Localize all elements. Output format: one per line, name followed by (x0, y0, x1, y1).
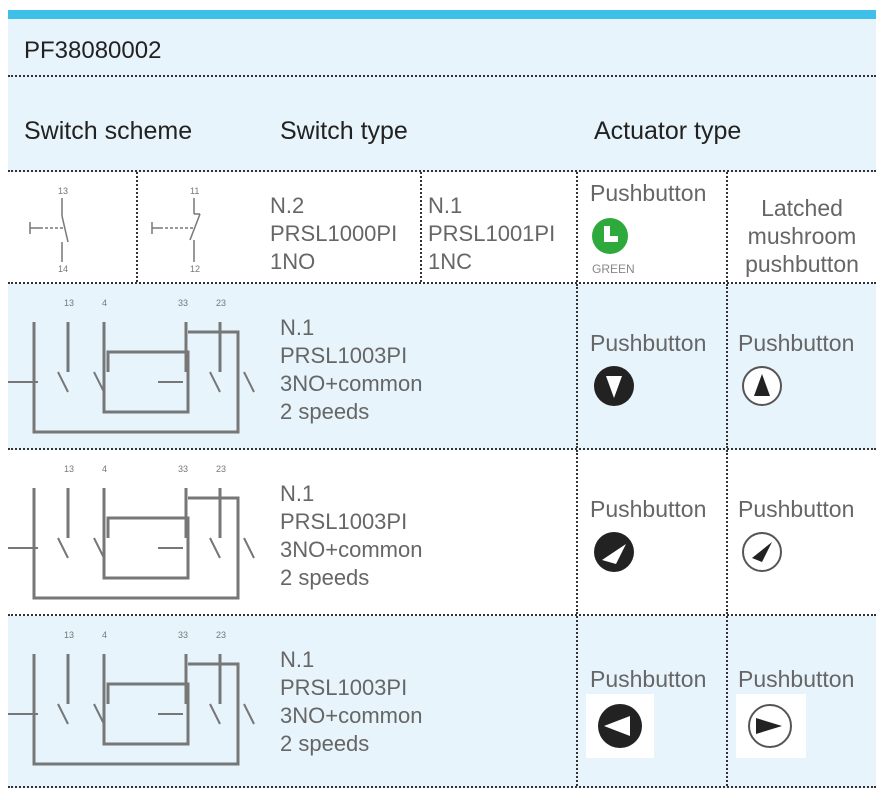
svg-text:4: 4 (102, 464, 107, 474)
green-pushbutton-icon (592, 218, 628, 254)
arrow-down-icon (594, 366, 634, 406)
switch-scheme-3no-icon: 13 4 33 23 (8, 298, 255, 434)
svg-text:13: 13 (64, 298, 74, 308)
svg-text:13: 13 (58, 186, 68, 196)
actuator-label: Pushbutton (590, 666, 707, 692)
actuator-label: Pushbutton (590, 330, 707, 356)
svg-text:11: 11 (190, 186, 199, 196)
arrow-left-icon (598, 704, 642, 748)
switch-scheme-3no-icon: 13 4 33 23 (8, 630, 255, 766)
actuator-label: Pushbutton (738, 666, 855, 692)
arrow-diagonal-down-left-icon (742, 532, 782, 572)
svg-text:33: 33 (178, 464, 188, 474)
arrow-diagonal-up-right-icon (594, 532, 634, 572)
header-row: Switch scheme Switch type Actuator type (8, 77, 876, 172)
svg-text:4: 4 (102, 298, 107, 308)
svg-text:23: 23 (216, 630, 226, 640)
svg-text:12: 12 (190, 264, 200, 274)
svg-text:33: 33 (178, 298, 188, 308)
header-switch-type: Switch type (280, 117, 408, 145)
actuator-label: Pushbutton (738, 496, 855, 522)
svg-text:13: 13 (64, 464, 74, 474)
svg-text:14: 14 (58, 264, 68, 274)
arrow-right-icon (748, 704, 792, 748)
actuator-label: Pushbutton (590, 496, 707, 522)
product-code: PF38080002 (24, 37, 162, 64)
arrow-up-icon (742, 366, 782, 406)
svg-text:13: 13 (64, 630, 74, 640)
header-switch-scheme: Switch scheme (24, 117, 193, 145)
color-label: GREEN (592, 262, 635, 276)
switch-scheme-3no-icon: 13 4 33 23 (8, 464, 255, 600)
header-actuator-type: Actuator type (594, 117, 742, 145)
title-row: PF38080002 (8, 19, 876, 77)
svg-text:23: 23 (216, 464, 226, 474)
svg-text:23: 23 (216, 298, 226, 308)
top-accent-bar (8, 10, 876, 19)
switch-scheme-no-icon: 13 14 (29, 186, 69, 274)
switch-scheme-nc-icon: 11 12 (151, 186, 201, 274)
svg-text:4: 4 (102, 630, 107, 640)
svg-text:33: 33 (178, 630, 188, 640)
actuator-label: Pushbutton (738, 330, 855, 356)
actuator-label: Pushbutton (590, 180, 707, 206)
